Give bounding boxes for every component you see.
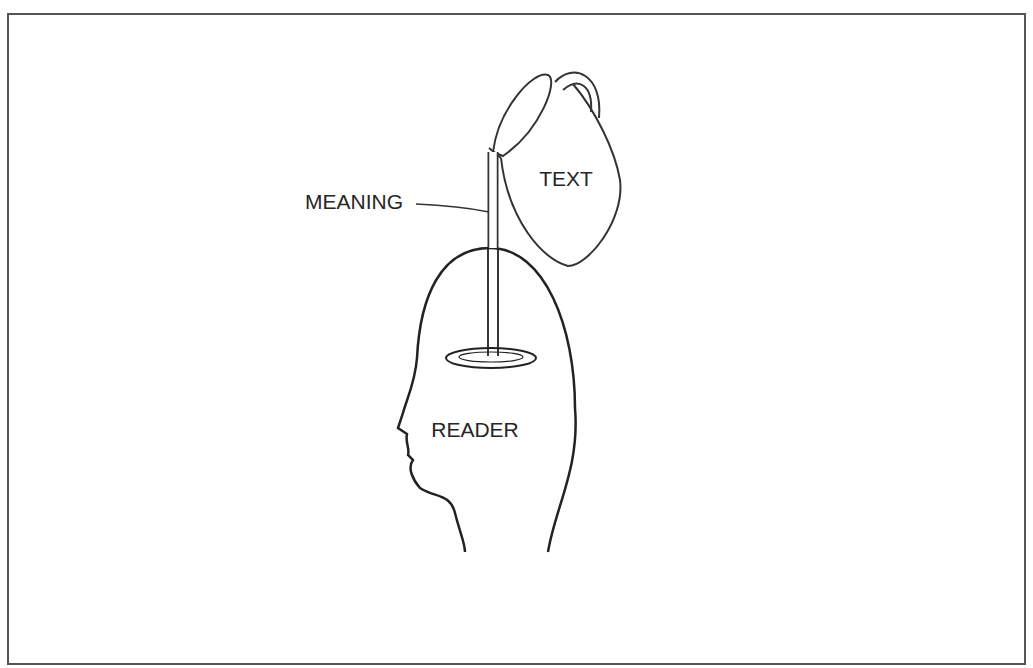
pitcher-shape: TEXT [493, 70, 628, 246]
pitcher-shape-outline [493, 70, 628, 246]
figure-frame [8, 14, 1025, 664]
leader-line [416, 204, 489, 212]
head-outline [398, 248, 576, 552]
reader-head: READER [395, 248, 580, 558]
reader-head-outline [395, 248, 580, 558]
node-label: TEXT [531, 167, 601, 191]
stream-foot [488, 348, 498, 356]
meaning-puddle [446, 348, 536, 368]
node-label: READER [420, 418, 530, 442]
meaning-stream-connector [493, 152, 494, 248]
stream-label: MEANING [305, 190, 403, 214]
pitcher-spout [489, 148, 501, 158]
pitcher-handle [555, 73, 599, 118]
meaning-stream [488, 248, 498, 352]
pitcher-rim [493, 75, 551, 156]
stream-fill [489, 152, 497, 248]
puddle-ripple [459, 352, 523, 362]
stream-outline [488, 152, 499, 248]
